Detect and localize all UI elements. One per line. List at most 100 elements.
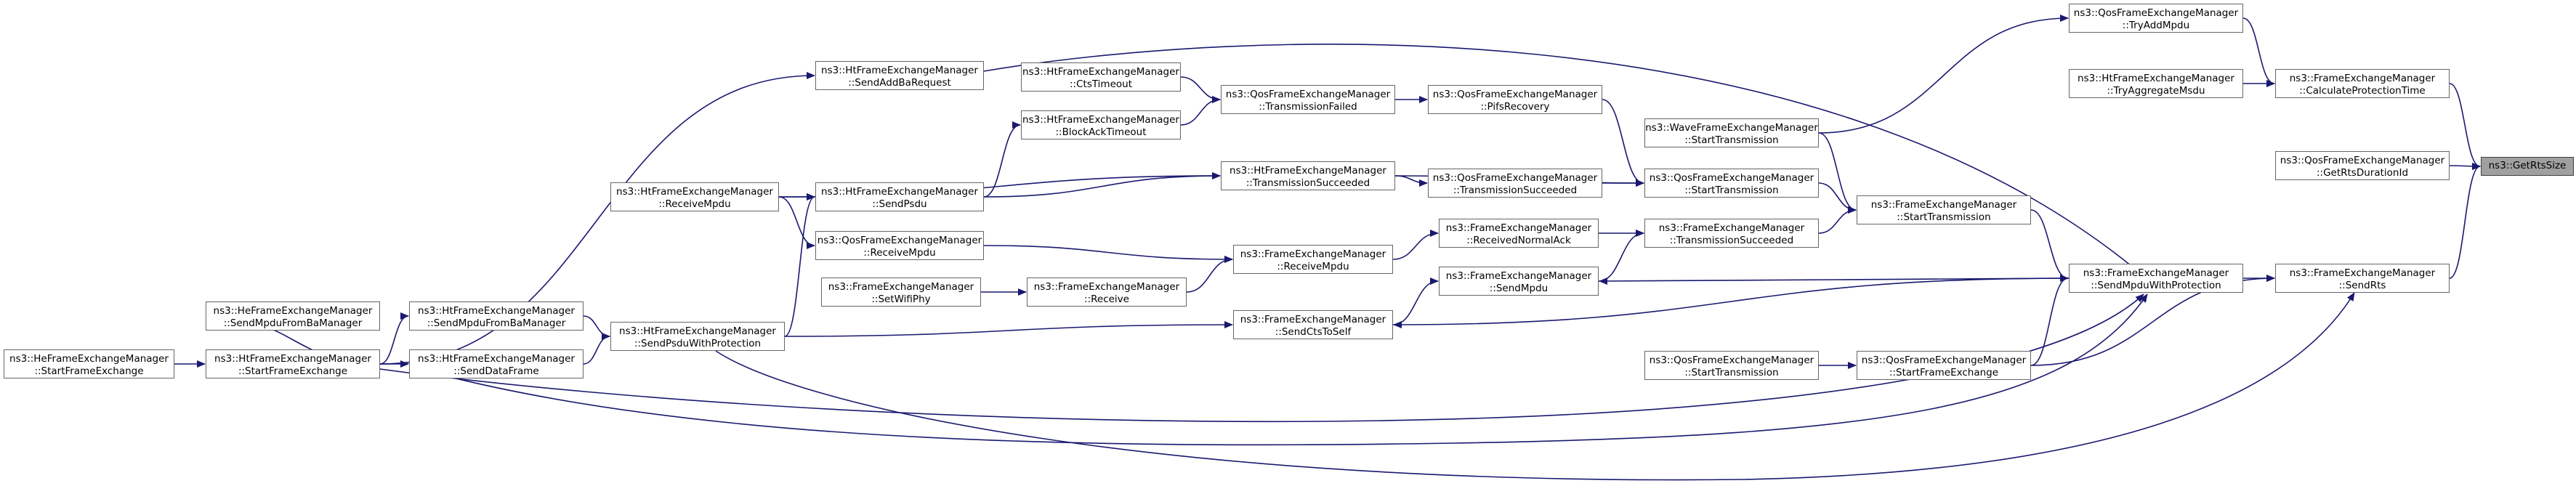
edge-ht-txsucc-to-qos-txsucc [1394, 175, 1428, 187]
node-label-line: ::SendMpdu [1489, 283, 1549, 294]
edge-qos-recvmpdu-to-fem-recvmpdu [983, 245, 1233, 263]
node-calcprottime[interactable]: ns3::FrameExchangeManager::CalculateProt… [2275, 69, 2450, 98]
node-label-line: ns3::HtFrameExchangeManager [1230, 165, 1386, 177]
edge-fem-txsucc-to-fem-starttx [1818, 206, 1857, 234]
edge-fem-recvmpdu-to-recvnormalack [1392, 230, 1439, 260]
node-wave-starttx[interactable]: ns3::WaveFrameExchangeManager::StartTran… [1644, 118, 1819, 147]
node-label-line: ::ReceiveMpdu [863, 247, 936, 259]
node-label-line: ::SendPsdu [872, 198, 927, 210]
node-ht-sendmpdufromba[interactable]: ns3::HtFrameExchangeManager::SendMpduFro… [409, 301, 584, 331]
node-qos-txsucc[interactable]: ns3::QosFrameExchangeManager::Transmissi… [1428, 169, 1602, 198]
node-qos-starttx-bottom[interactable]: ns3::QosFrameExchangeManager::StartTrans… [1644, 351, 1819, 380]
node-qos-startfe[interactable]: ns3::QosFrameExchangeManager::StartFrame… [1857, 351, 2031, 380]
node-label-line: ns3::HtFrameExchangeManager [214, 353, 371, 365]
edge-ht-blockacktimeout-to-qos-txfailed [1180, 96, 1221, 126]
node-label-line: ns3::HtFrameExchangeManager [1022, 114, 1179, 126]
edge-ht-sendpsduwithprot-to-fem-sendctstoself [784, 321, 1233, 337]
node-label-line: ns3::FrameExchangeManager [1033, 281, 1180, 293]
node-label-line: ::SendMpduFromBaManager [223, 317, 363, 329]
node-label-line: ns3::HeFrameExchangeManager [9, 353, 169, 365]
node-label-line: ::BlockAckTimeout [1055, 126, 1147, 138]
node-fem-sendctstoself[interactable]: ns3::FrameExchangeManager::SendCtsToSelf [1233, 310, 1393, 339]
edge-wave-starttx-to-fem-starttx [1818, 132, 1857, 214]
node-qos-starttx-top[interactable]: ns3::QosFrameExchangeManager::StartTrans… [1644, 169, 1819, 198]
node-sendmpduwithprot[interactable]: ns3::FrameExchangeManager::SendMpduWithP… [2069, 264, 2243, 293]
node-getrtssize[interactable]: ns3::GetRtsSize [2481, 157, 2574, 176]
node-qos-recvmpdu[interactable]: ns3::QosFrameExchangeManager::ReceiveMpd… [815, 231, 984, 260]
node-label-line: ::StartFrameExchange [34, 365, 144, 377]
node-fem-sendmpdu[interactable]: ns3::FrameExchangeManager::SendMpdu [1439, 267, 1599, 296]
node-ht-startfe[interactable]: ns3::HtFrameExchangeManager::StartFrameE… [206, 349, 380, 378]
node-label-line: ::StartTransmission [1897, 211, 1991, 223]
node-label-line: ::StartFrameExchange [1889, 367, 1999, 378]
node-tryaddmpdu[interactable]: ns3::QosFrameExchangeManager::TryAddMpdu [2069, 4, 2243, 33]
edge-fem-starttx-to-sendmpduwithprot [2030, 209, 2069, 282]
node-ht-recvmpdu[interactable]: ns3::HtFrameExchangeManager::ReceiveMpdu [610, 182, 779, 211]
node-label-line: ::SendMpduWithProtection [2091, 280, 2221, 291]
node-label-line: ::CtsTimeout [1070, 78, 1132, 90]
node-label-line: ns3::HtFrameExchangeManager [418, 353, 575, 365]
node-label-line: ::SendMpduFromBaManager [427, 317, 566, 329]
edge-fem-sendmpdu-to-fem-txsucc [1598, 230, 1644, 282]
node-label-line: ::SendDataFrame [453, 365, 539, 377]
node-tryaggmsdu[interactable]: ns3::HtFrameExchangeManager::TryAggregat… [2069, 69, 2243, 98]
node-label-line: ns3::GetRtsSize [2488, 160, 2567, 171]
node-label-line: ::TransmissionSucceeded [1453, 185, 1578, 196]
node-ht-ctstimeout[interactable]: ns3::HtFrameExchangeManager::CtsTimeout [1021, 62, 1181, 92]
node-label-line: ns3::HtFrameExchangeManager [418, 305, 575, 317]
edge-fem-sendctstoself-to-fem-sendmpdu [1392, 278, 1439, 325]
node-label-line: ns3::QosFrameExchangeManager [2280, 155, 2445, 166]
node-fem-recvmpdu[interactable]: ns3::FrameExchangeManager::ReceiveMpdu [1233, 245, 1393, 274]
edge-ht-senddataframe-to-ht-sendpsduwithprot [583, 333, 610, 365]
node-label-line: ns3::FrameExchangeManager [1445, 270, 1592, 282]
edge-ht-senddataframe-to-sendmpduwithprot [408, 293, 2148, 446]
edge-ht-sendpsduwithprot-to-sendrts [715, 292, 2355, 481]
node-label-line: ns3::HtFrameExchangeManager [2078, 73, 2234, 84]
node-label-line: ::TransmissionSucceeded [1245, 177, 1370, 189]
node-fem-txsucc[interactable]: ns3::FrameExchangeManager::TransmissionS… [1644, 219, 1819, 248]
node-fem-setwifiphy[interactable]: ns3::FrameExchangeManager::SetWifiPhy [821, 278, 981, 307]
edge-wave-starttx-to-tryaddmpdu [1818, 15, 2069, 134]
node-he-startfe[interactable]: ns3::HeFrameExchangeManager::StartFrameE… [4, 349, 174, 378]
node-label-line: ns3::QosFrameExchangeManager [1432, 89, 1598, 100]
node-ht-sendpsduwithprot[interactable]: ns3::HtFrameExchangeManager::SendPsduWit… [610, 322, 785, 351]
node-label-line: ::GetRtsDurationId [2316, 167, 2409, 179]
node-sendrts[interactable]: ns3::FrameExchangeManager::SendRts [2275, 264, 2450, 293]
node-qos-txfailed[interactable]: ns3::QosFrameExchangeManager::Transmissi… [1221, 85, 1395, 114]
node-label-line: ::ReceiveMpdu [1277, 261, 1349, 272]
node-getrtsdurationid[interactable]: ns3::QosFrameExchangeManager::GetRtsDura… [2275, 151, 2450, 180]
node-pifsrecovery[interactable]: ns3::QosFrameExchangeManager::PifsRecove… [1428, 85, 1602, 114]
node-ht-sendpsdu[interactable]: ns3::HtFrameExchangeManager::SendPsdu [815, 182, 984, 211]
node-label-line: ::ReceivedNormalAck [1466, 235, 1571, 246]
node-ht-blockacktimeout[interactable]: ns3::HtFrameExchangeManager::BlockAckTim… [1021, 110, 1181, 139]
node-ht-sendaddba[interactable]: ns3::HtFrameExchangeManager::SendAddBaRe… [815, 61, 984, 90]
node-label-line: ::StartFrameExchange [238, 365, 348, 377]
node-label-line: ::StartTransmission [1684, 185, 1779, 196]
node-label-line: ns3::HeFrameExchangeManager [213, 305, 373, 317]
node-label-line: ::TryAddMpdu [2122, 20, 2190, 31]
node-label-line: ns3::QosFrameExchangeManager [817, 235, 982, 246]
node-label-line: ns3::FrameExchangeManager [1445, 222, 1592, 234]
node-label-line: ::TransmissionSucceeded [1669, 235, 1794, 246]
node-label-line: ns3::FrameExchangeManager [1240, 248, 1386, 260]
node-fem-starttx[interactable]: ns3::FrameExchangeManager::StartTransmis… [1857, 195, 2031, 224]
node-label-line: ::CalculateProtectionTime [2299, 85, 2426, 97]
node-label-line: ::SendAddBaRequest [848, 77, 951, 89]
edge-ht-sendaddba-to-wave-starttx [983, 44, 2144, 277]
edge-calcprottime-to-getrtssize [2449, 83, 2481, 170]
node-label-line: ns3::FrameExchangeManager [1658, 222, 1805, 234]
node-label-line: ns3::HtFrameExchangeManager [821, 65, 978, 76]
node-label-line: ns3::WaveFrameExchangeManager [1645, 122, 1818, 134]
node-label-line: ::SendRts [2338, 280, 2386, 291]
node-recvnormalack[interactable]: ns3::FrameExchangeManager::ReceivedNorma… [1439, 219, 1599, 248]
edge-sendrts-to-getrtssize [2449, 163, 2481, 279]
node-ht-senddataframe[interactable]: ns3::HtFrameExchangeManager::SendDataFra… [409, 349, 584, 378]
node-fem-receive[interactable]: ns3::FrameExchangeManager::Receive [1027, 278, 1187, 307]
node-label-line: ::PifsRecovery [1480, 101, 1550, 113]
node-label-line: ::StartTransmission [1684, 134, 1779, 146]
node-ht-txsucc[interactable]: ns3::HtFrameExchangeManager::Transmissio… [1221, 161, 1395, 190]
node-label-line: ns3::FrameExchangeManager [1870, 199, 2017, 211]
node-label-line: ns3::QosFrameExchangeManager [1225, 89, 1391, 100]
node-label-line: ns3::QosFrameExchangeManager [1432, 172, 1598, 184]
node-he-sendmpdufromba[interactable]: ns3::HeFrameExchangeManager::SendMpduFro… [206, 301, 380, 331]
